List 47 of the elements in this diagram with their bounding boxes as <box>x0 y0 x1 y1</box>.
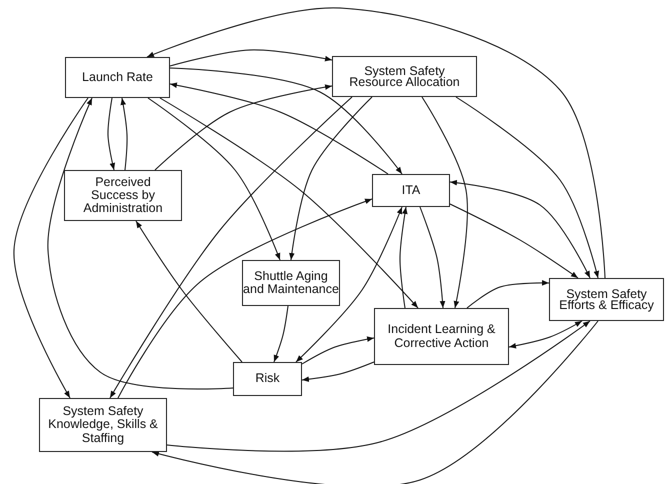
arrow <box>170 49 332 66</box>
arrow <box>166 320 590 452</box>
variable-box <box>372 174 450 207</box>
arrow <box>170 82 388 174</box>
arrow <box>118 198 372 398</box>
arrow <box>400 206 408 308</box>
variable-label: Shuttle Aging and Maintenance <box>243 270 339 296</box>
arrow <box>274 306 288 362</box>
arrow <box>422 96 468 308</box>
arrow <box>120 98 128 170</box>
arrow <box>146 8 606 278</box>
arrow <box>110 96 352 398</box>
arrow <box>450 204 578 278</box>
variable-label: Perceived Success by Administration <box>82 176 164 216</box>
arrow <box>136 220 242 362</box>
arrow <box>289 96 372 260</box>
variable-box <box>332 56 477 97</box>
arrow <box>450 180 590 278</box>
arrow <box>302 336 374 364</box>
arrow <box>108 98 116 170</box>
variable-label: Risk <box>255 372 280 386</box>
variable-box <box>64 170 182 221</box>
arrow <box>296 206 402 362</box>
arrow <box>154 84 332 170</box>
variable-box <box>242 260 340 306</box>
arrow <box>170 68 402 174</box>
arrow <box>160 98 418 308</box>
arrow <box>14 98 88 398</box>
arrow <box>152 320 598 484</box>
arrow <box>148 98 280 260</box>
variable-box <box>39 398 167 452</box>
variable-label: System Safety Knowledge, Skills & Staffing <box>47 405 159 445</box>
arrow <box>456 96 600 278</box>
variable-box <box>233 362 302 396</box>
variable-box <box>549 278 664 321</box>
variable-label: System Safety Resource Allocation <box>348 66 461 88</box>
variable-label: ITA <box>402 184 420 198</box>
arrow <box>48 98 234 390</box>
variable-label: Launch Rate <box>82 70 153 84</box>
arrow <box>466 280 550 308</box>
variable-label: System Safety Efforts & Efficacy <box>558 288 655 310</box>
variable-box <box>374 308 509 365</box>
arrow <box>420 206 446 308</box>
arrow <box>508 320 582 348</box>
arrow <box>302 362 374 382</box>
variable-box <box>65 57 170 98</box>
variable-label: Incident Learning & Corrective Action <box>386 323 496 350</box>
